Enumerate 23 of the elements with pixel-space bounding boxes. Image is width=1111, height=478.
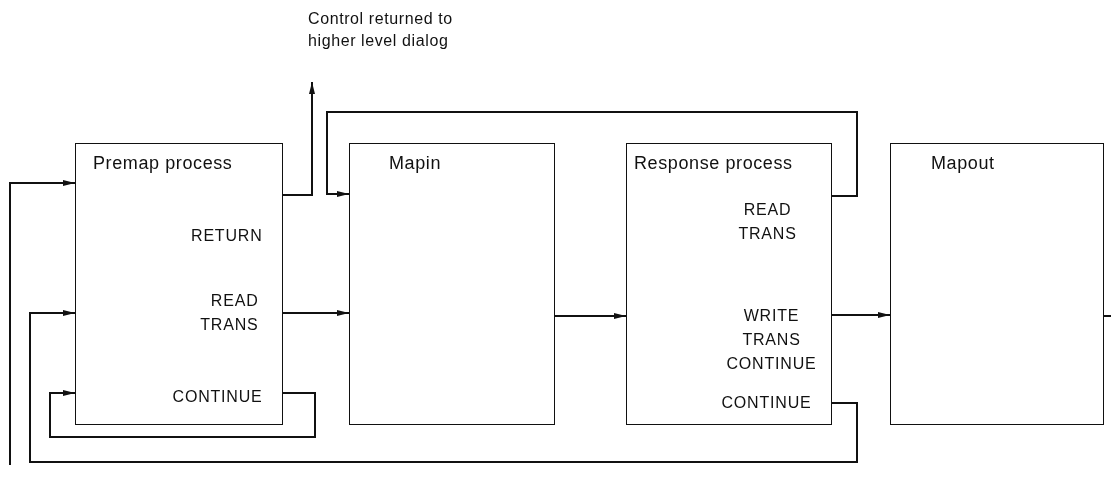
box-heading: Premap process <box>93 152 233 174</box>
process-box <box>626 143 832 425</box>
outcome-label: READ TRANS <box>199 290 259 335</box>
connector-arrow <box>554 313 627 319</box>
box-heading: Mapin <box>389 152 442 174</box>
box-heading: Mapout <box>931 152 995 174</box>
connector-arrow <box>9 180 76 466</box>
connector-arrow <box>49 390 316 438</box>
outcome-label: CONTINUE <box>172 386 263 407</box>
process-box <box>890 143 1104 425</box>
connector-arrow <box>326 111 858 197</box>
outcome-label: RETURN <box>191 225 263 246</box>
process-box <box>349 143 555 425</box>
connector-arrow <box>29 310 858 463</box>
connector-arrow <box>831 312 891 318</box>
connector-arrow <box>282 81 315 196</box>
outcome-label: READ TRANS <box>737 199 798 244</box>
process-box <box>75 143 283 425</box>
outcome-label: WRITE TRANS CONTINUE <box>725 305 818 374</box>
box-heading: Response process <box>634 152 793 174</box>
outcome-label: CONTINUE <box>721 392 812 413</box>
note-text: Control returned to higher level dialog <box>308 9 454 51</box>
connector-arrow <box>282 310 350 316</box>
